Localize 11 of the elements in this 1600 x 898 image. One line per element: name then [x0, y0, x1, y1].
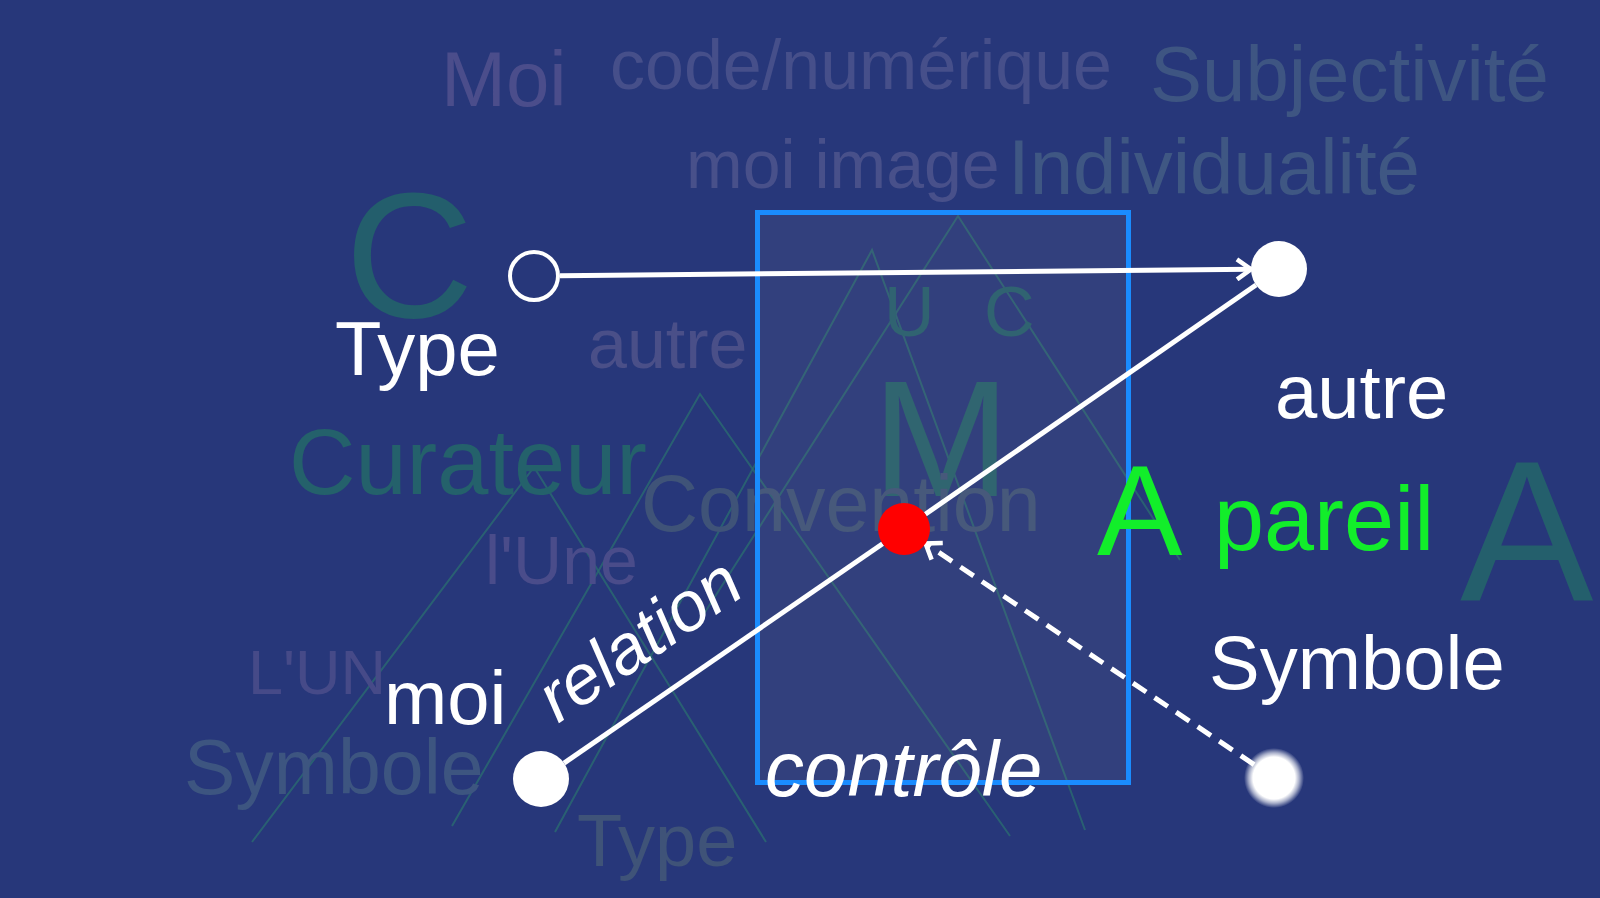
arrow	[559, 257, 1254, 282]
solid-point	[1251, 241, 1307, 297]
solid-point	[513, 751, 569, 807]
point-label: moi	[384, 653, 507, 740]
connector-line	[562, 541, 884, 766]
dashed-arrow	[923, 540, 1256, 767]
point-label: autre	[1275, 347, 1449, 436]
connector-line	[923, 282, 1258, 517]
point-label: Symbole	[1209, 618, 1505, 707]
accent-word: pareil	[1214, 468, 1435, 572]
hollow-point	[508, 250, 560, 302]
